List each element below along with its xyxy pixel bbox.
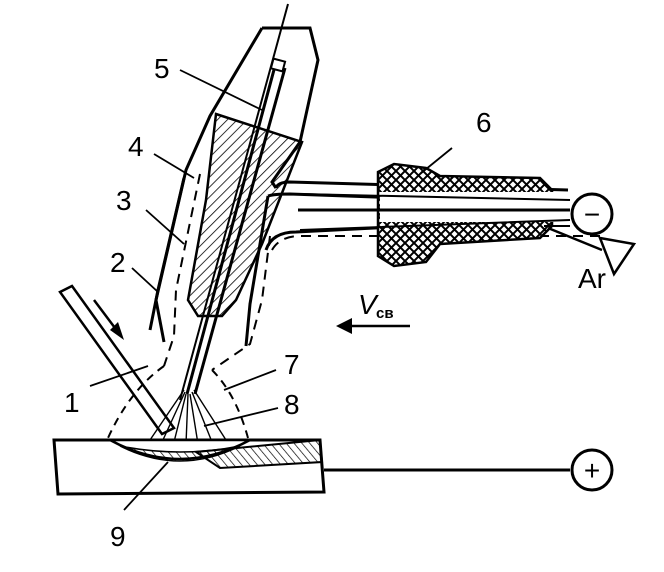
tungsten-electrode	[179, 3, 289, 401]
filler-rod	[58, 284, 176, 436]
speed-symbol: V	[358, 289, 379, 320]
gas-flow-lines	[163, 173, 600, 371]
leader-lines	[89, 69, 453, 511]
label-3: 3	[116, 185, 132, 216]
argon-inlet-arrow	[547, 226, 637, 277]
plus-sign: +	[584, 455, 600, 486]
shielding-gas-envelope	[107, 365, 249, 439]
welding-speed-arrow: V св	[336, 289, 410, 334]
negative-terminal: −	[570, 192, 614, 236]
label-2: 2	[110, 247, 126, 278]
workpiece	[52, 438, 326, 496]
label-7: 7	[284, 349, 300, 380]
argon-label: Ar	[578, 263, 606, 294]
arc-plume	[149, 389, 227, 445]
label-4: 4	[128, 131, 144, 162]
label-1: 1	[64, 387, 80, 418]
label-5: 5	[154, 53, 170, 84]
weld-pool	[119, 445, 241, 462]
label-8: 8	[284, 389, 300, 420]
minus-sign: −	[584, 199, 600, 230]
speed-subscript: св	[376, 305, 394, 322]
label-6: 6	[476, 107, 492, 138]
positive-terminal: +	[570, 448, 614, 492]
label-9: 9	[110, 521, 126, 552]
